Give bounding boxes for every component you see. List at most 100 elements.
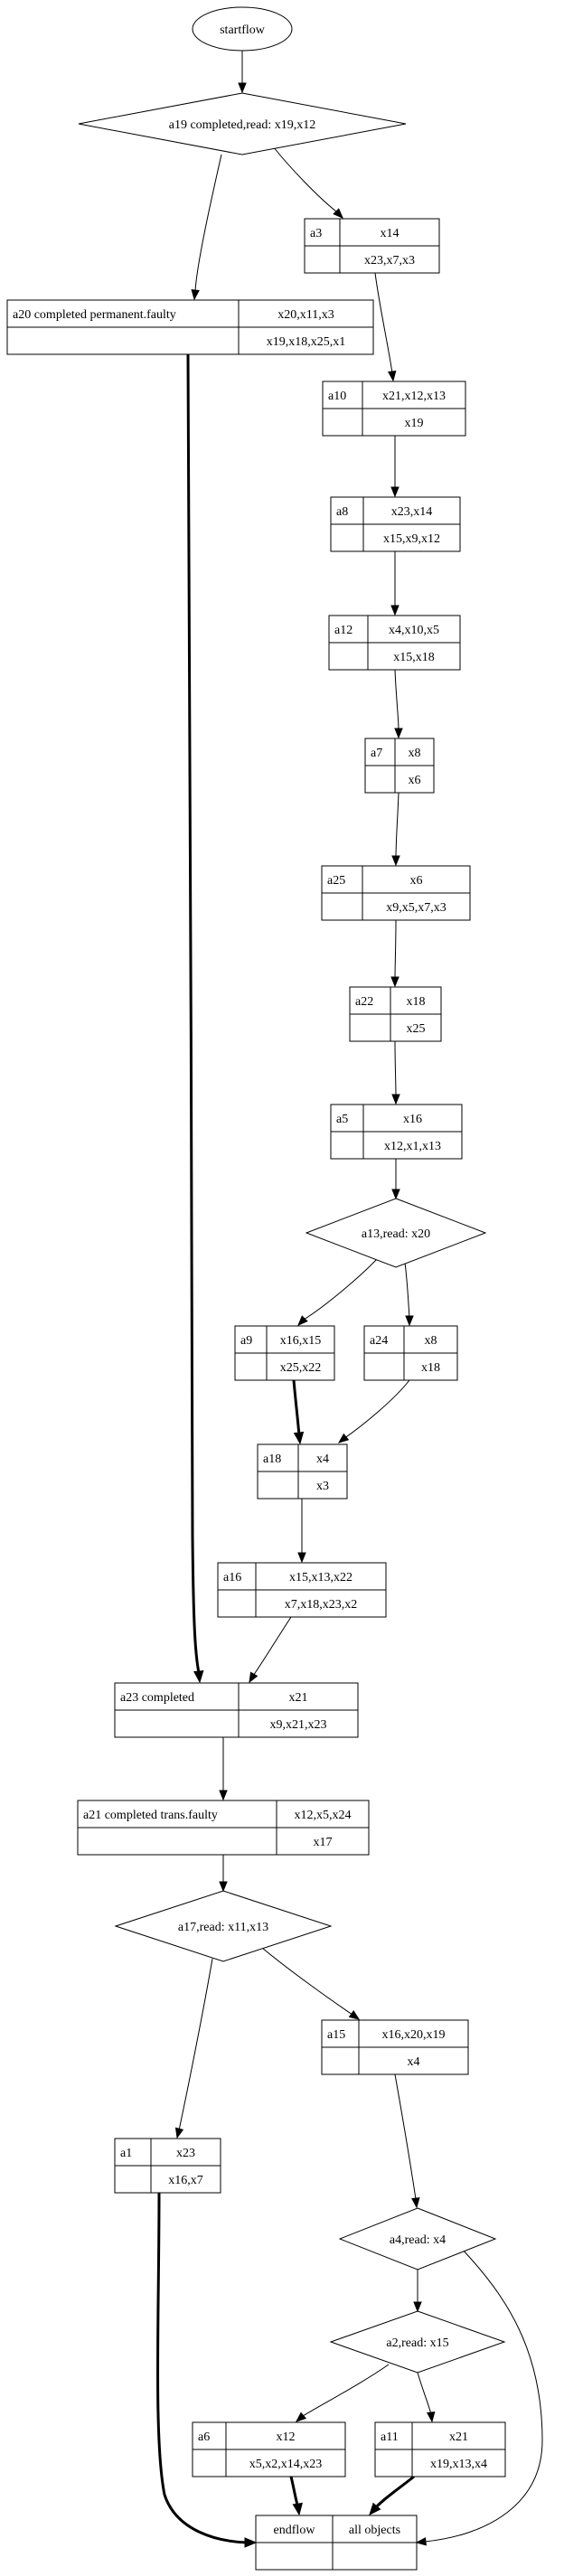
edge-line (404, 1262, 410, 1319)
arrowhead (391, 855, 400, 867)
arrowhead (295, 2411, 307, 2422)
record-name: a11 (381, 2430, 399, 2444)
edge-a19-to-a20 (191, 154, 222, 301)
record-objects-bottom: x16,x7 (168, 2174, 203, 2187)
decision-label: a17,read: x11,x13 (178, 1921, 268, 1934)
edge-line (303, 1257, 379, 1321)
edge-a15-to-a4 (394, 2073, 420, 2209)
record-name: a24 (370, 1334, 388, 1348)
edge-line (394, 919, 397, 980)
arrowhead (333, 208, 343, 219)
record-name: a10 (328, 390, 346, 403)
decision-diamond (329, 2310, 506, 2374)
record-objects-bottom: x3 (316, 1480, 329, 1493)
arrowhead (394, 728, 403, 739)
edge-a21-to-a17 (219, 1855, 228, 1893)
node-a17: a17,read: x11,x13 (114, 1890, 333, 1962)
edge-line (424, 2247, 543, 2543)
arrowhead (293, 1431, 305, 1445)
node-a3: a3 x14 x23,x7,x3 (304, 218, 440, 274)
record-name: a7 (371, 747, 382, 760)
edge-line (194, 154, 222, 292)
record-name: a12 (334, 624, 352, 637)
record-name: a15 (327, 2028, 345, 2042)
edge-a17-to-a1 (174, 1958, 213, 2139)
edge-a9-to-a18 (292, 1379, 305, 1445)
edge-a25-to-a22 (390, 919, 400, 988)
record-name: a22 (355, 995, 373, 1009)
edge-line (261, 1947, 353, 2016)
edge-start-to-a19 (238, 51, 247, 94)
edge-a13-to-a9 (297, 1257, 379, 1326)
record-name: a20 completed permanent.faulty (13, 308, 176, 322)
record-name: a18 (263, 1453, 281, 1466)
record-objects-top: x15,x13,x22 (289, 1571, 352, 1584)
arrowhead (426, 2411, 436, 2423)
arrowhead (174, 2127, 184, 2139)
start-label: startflow (220, 24, 266, 37)
edge-line (178, 1958, 213, 2131)
decision-diamond (78, 92, 407, 155)
record-name: a1 (120, 2147, 132, 2160)
edge-line (394, 1040, 397, 1097)
arrowhead (413, 2301, 422, 2313)
record-objects-bottom: x7,x18,x23,x2 (285, 1598, 358, 1612)
edge-a2-to-a11 (417, 2372, 436, 2423)
decision-diamond (338, 2207, 497, 2270)
edge-a2-to-a6 (295, 2364, 390, 2422)
arrowhead (297, 1315, 308, 1326)
record-name: a8 (336, 505, 348, 519)
edge-line (252, 1616, 292, 1677)
record-objects-bottom: x19,x18,x25,x1 (267, 335, 346, 349)
record-objects-top: x18 (407, 995, 426, 1009)
arrowhead (238, 82, 247, 94)
arrowhead (390, 605, 400, 616)
record-name: a6 (198, 2430, 210, 2444)
edge-a1-to-end (156, 2192, 258, 2548)
record-name: a3 (310, 227, 322, 240)
node-a4: a4,read: x4 (338, 2207, 497, 2270)
edge-line (417, 2372, 432, 2415)
edge-a3-to-a10 (374, 272, 397, 382)
edge-a12-to-a7 (394, 669, 403, 739)
record-objects-bottom: x23,x7,x3 (364, 254, 415, 268)
start-ellipse (192, 6, 293, 52)
record-objects-bottom: x25 (407, 1022, 426, 1036)
edge-a13-to-a24 (404, 1262, 414, 1327)
arrowhead (193, 1669, 204, 1684)
record-objects-bottom: x19,x13,x4 (430, 2458, 487, 2471)
record-objects-bottom: x18 (421, 1361, 440, 1375)
decision-label: a4,read: x4 (390, 2233, 446, 2247)
edge-line (186, 353, 201, 1674)
arrowhead (390, 486, 400, 498)
edge-line (343, 1379, 410, 1440)
record-objects-top: x21 (449, 2430, 468, 2444)
edge-line (394, 2073, 417, 2200)
record-objects-top: x23,x14 (391, 505, 433, 519)
edge-a11-to-end (369, 2475, 415, 2515)
record-objects-top: x21 (289, 1691, 308, 1705)
record-name: a9 (240, 1334, 252, 1348)
edge-a8-to-a12 (390, 551, 400, 616)
record-objects-top: x14 (381, 227, 400, 240)
arrowhead (249, 1671, 258, 1684)
arrowhead (391, 1189, 400, 1200)
record-objects-bottom: x6 (409, 774, 421, 787)
arrowhead (337, 1433, 350, 1443)
record-objects-bottom: x9,x5,x7,x3 (386, 901, 446, 915)
decision-diamond (305, 1198, 487, 1268)
record-objects-top: x16 (403, 1113, 422, 1126)
edge-a5-to-a13 (391, 1159, 400, 1200)
record-name: a25 (327, 874, 345, 888)
arrowhead (369, 2502, 381, 2515)
edge-a24-to-a18 (337, 1379, 410, 1443)
